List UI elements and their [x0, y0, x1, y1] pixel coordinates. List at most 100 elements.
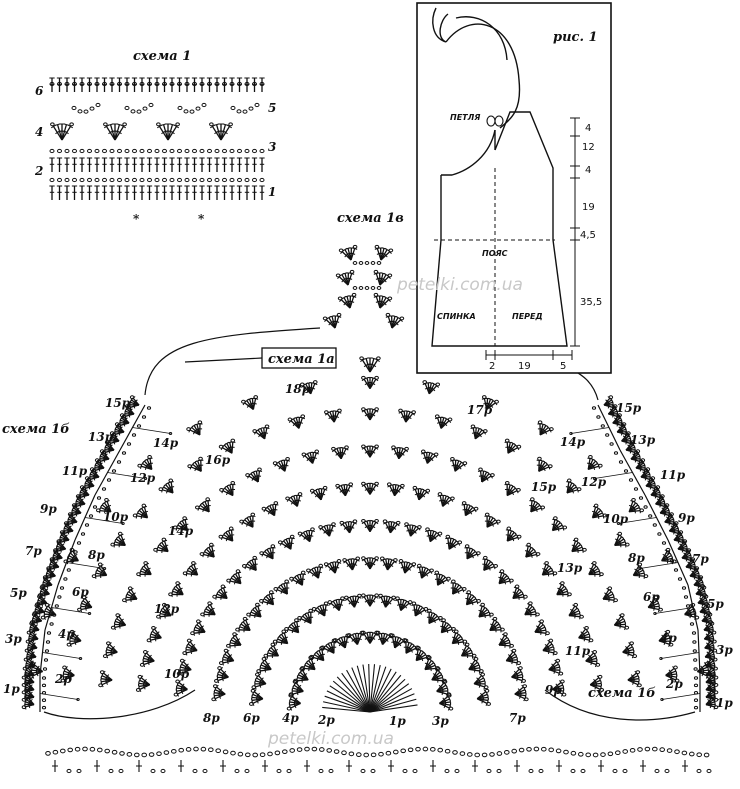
chain-stitch [110, 542, 115, 547]
double-crochet-bar [56, 552, 61, 557]
fan-motif [327, 596, 345, 612]
chain-stitch [139, 81, 145, 87]
chain-stitch [79, 148, 85, 154]
chain-stitch [199, 177, 205, 183]
double-crochet-bar [245, 623, 250, 627]
double-crochet-bar [46, 579, 51, 584]
double-crochet-bar [443, 703, 447, 709]
double-crochet-bar [619, 624, 622, 629]
double-crochet-bar [256, 692, 260, 697]
chain-stitch [471, 653, 477, 658]
chain-stitch [44, 649, 50, 653]
chain-stitch [175, 581, 180, 586]
chain-stitch [273, 587, 279, 591]
double-crochet-bar [338, 603, 344, 606]
chain-stitch [451, 579, 456, 584]
chain-stitch [595, 662, 601, 667]
double-crochet [539, 429, 551, 436]
chain-stitch [344, 445, 349, 450]
fan-motif [299, 380, 318, 395]
double-crochet-bar [170, 130, 175, 135]
chain-stitch [52, 613, 57, 617]
fan-motif [391, 445, 409, 460]
fan-motif [277, 534, 295, 550]
chain-stitch [84, 476, 90, 481]
fan-motif [382, 519, 401, 534]
chain-stitch [124, 148, 130, 154]
chain-stitch [483, 555, 488, 560]
double-crochet-top [222, 123, 229, 126]
double-crochet-bar [547, 649, 550, 655]
fan-motif [293, 667, 309, 684]
double-crochet-bar [371, 487, 376, 491]
double-crochet [514, 693, 526, 700]
fan-motif [246, 602, 262, 619]
double-crochet-bar [471, 553, 474, 559]
double-crochet [328, 525, 334, 537]
double-crochet [347, 273, 353, 286]
double-crochet [309, 530, 313, 542]
fan-motif [121, 404, 135, 419]
double-crochet [466, 600, 478, 606]
double-crochet [592, 515, 604, 519]
double-crochet-bar [412, 529, 417, 534]
fan-motif [379, 556, 398, 571]
double-crochet-bar [334, 566, 340, 569]
double-crochet [476, 698, 488, 704]
fan-motif [219, 480, 236, 497]
double-crochet-bar [235, 638, 241, 642]
chain-stitch [54, 604, 59, 608]
fan-motif [505, 648, 522, 666]
chain-stitch [64, 177, 70, 183]
chain-stitch [49, 148, 55, 154]
chain-stitch [545, 631, 550, 636]
double-crochet [109, 643, 118, 653]
double-crochet-bar [184, 663, 189, 668]
double-crochet [627, 679, 639, 686]
chain-stitch [196, 619, 201, 624]
chain-stitch [509, 643, 514, 648]
double-crochet-bar [118, 426, 123, 431]
double-crochet-top [116, 123, 123, 126]
double-crochet-bar [396, 489, 401, 493]
double-crochet-bar [653, 606, 656, 611]
chain-stitch [379, 556, 385, 561]
fan-motif [534, 619, 550, 636]
chain-stitch [446, 576, 451, 581]
double-crochet [105, 126, 116, 141]
chain-stitch [175, 679, 180, 684]
chain-stitch [665, 547, 671, 552]
fan-motif [585, 650, 601, 668]
chain-stitch [32, 611, 38, 616]
fan-row-label: 18р [285, 382, 311, 396]
chain-stitch [473, 657, 479, 661]
double-crochet-top [226, 124, 233, 129]
fan-center-ray [332, 680, 371, 713]
chain-stitch [53, 548, 58, 553]
chain-stitch [537, 456, 542, 461]
fan-motif [66, 629, 82, 647]
chain-stitch [56, 539, 62, 544]
row-label: 15р [105, 396, 131, 410]
chain-stitch [400, 483, 405, 488]
double-crochet [271, 593, 275, 605]
chain-stitch [230, 105, 236, 111]
chain-stitch [245, 473, 250, 478]
fan-motif [256, 657, 272, 674]
chain-stitch [230, 438, 236, 443]
chain-stitch [464, 544, 470, 549]
chain-stitch [387, 296, 393, 301]
fan-motif [309, 646, 325, 662]
chain-stitch [374, 407, 379, 412]
chain-stitch [422, 380, 428, 385]
chain-stitch [139, 662, 145, 667]
double-crochet-bar [67, 525, 72, 530]
chain-stitch [218, 534, 224, 539]
fan-motif [335, 482, 354, 497]
chain-stitch [24, 687, 30, 692]
chain-stitch [514, 584, 520, 589]
double-crochet [167, 124, 174, 141]
chain-stitch [94, 458, 100, 463]
chain-stitch [473, 506, 479, 511]
chain-stitch [336, 559, 342, 563]
